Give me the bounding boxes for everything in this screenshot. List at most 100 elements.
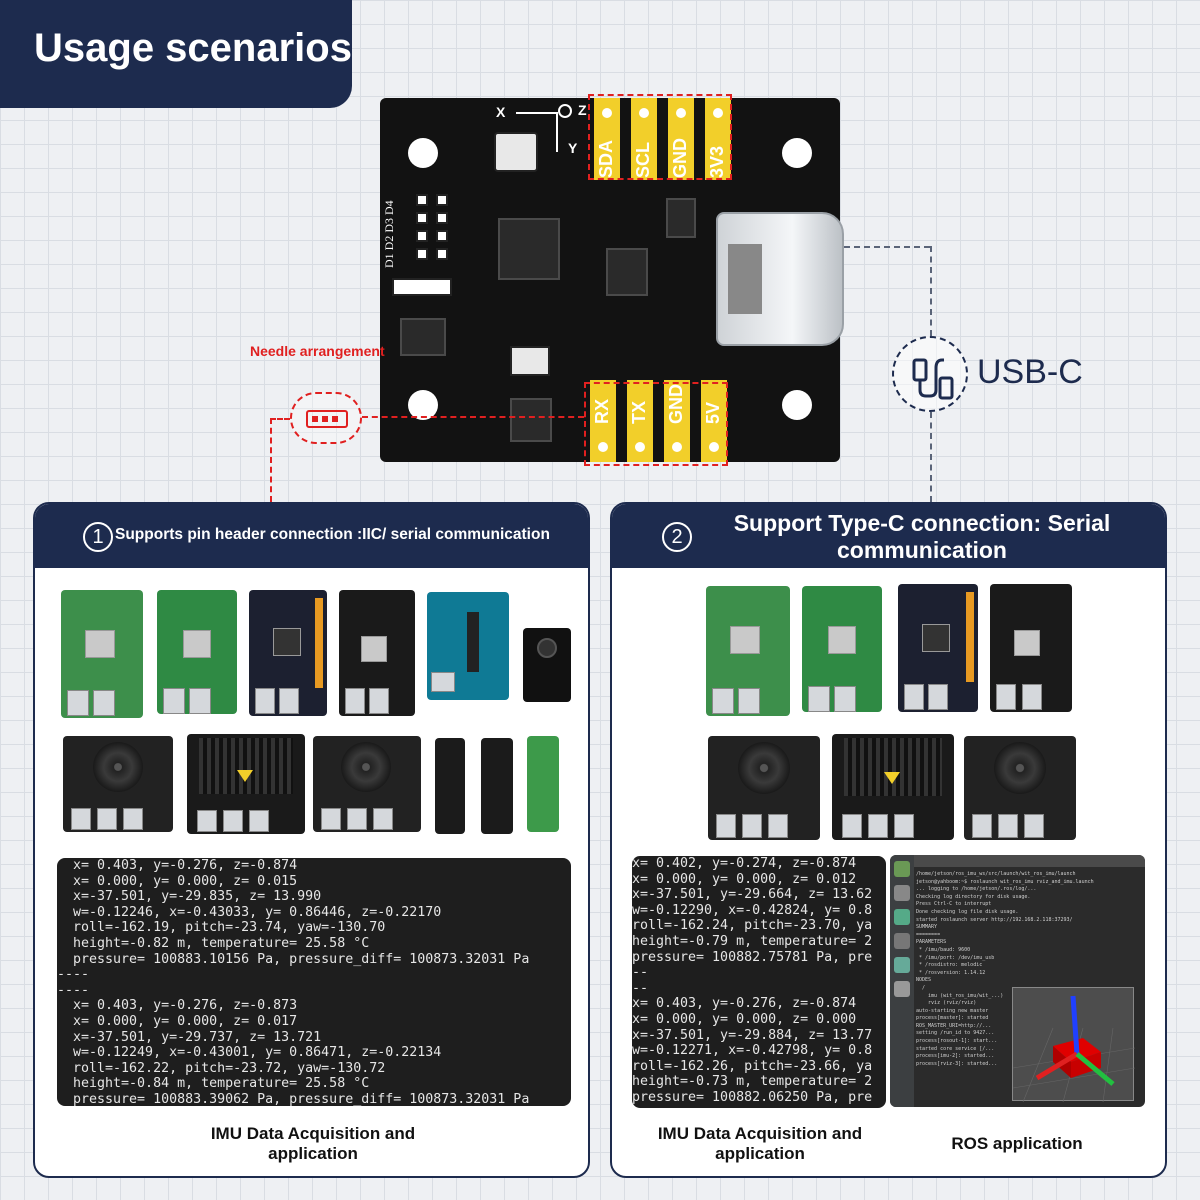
needle-arrangement-label: Needle arrangement [250, 343, 385, 359]
ros-log-line: Done checking log file disk usage. [916, 908, 1019, 915]
usb-c-connector [716, 212, 844, 346]
ros-log-line: Press Ctrl-C to interrupt [916, 901, 992, 908]
regulator-chip [400, 318, 446, 356]
terminal-line: x=-37.501, y=-29.884, z= 13.77 [632, 1027, 873, 1043]
raspberry-pi-pico [527, 736, 559, 832]
ros-rviz-screenshot: /home/jetson/ros_imu_ws/src/launch/wit_r… [890, 855, 1145, 1107]
raspberry-pi-4-board [802, 586, 882, 712]
arduino-uno-board [427, 592, 509, 700]
panel-title: Supports pin header connection :IIC/ ser… [115, 526, 550, 543]
smd-pad [436, 230, 448, 242]
sbc-board-dark [339, 590, 415, 716]
jetson-orin-board [832, 734, 954, 840]
needle-down-line [270, 418, 272, 502]
sensor-can [494, 132, 538, 172]
ros-log-line: ROS_MASTER_URI=http://... [916, 1022, 992, 1029]
panel-pin-header: 1 Supports pin header connection :IIC/ s… [33, 502, 590, 1178]
ros-log-line: started roslaunch server http://192.168.… [916, 916, 1073, 923]
usb-leader-line-down [930, 246, 932, 336]
terminal-line: x= 0.403, y=-0.276, z=-0.874 [632, 996, 857, 1012]
raspberry-pi-5-board [706, 586, 790, 716]
terminal-line: height=-0.84 m, temperature= 25.58 °C [57, 1076, 370, 1092]
pin-label-sda: SDA [596, 139, 616, 178]
smd-pad [416, 212, 428, 224]
bottom-pin-highlight [584, 382, 728, 466]
ros-log-line: / [916, 984, 926, 991]
pin-scl [631, 98, 657, 180]
jetson-orin-board [187, 734, 305, 834]
terminal-line: w=-0.12271, x=-0.42798, y= 0.8 [632, 1043, 873, 1059]
led-silkscreen: D1 D2 D3 D4 [382, 200, 396, 268]
smd-pad [436, 194, 448, 206]
pin-gnd-bottom [664, 380, 690, 462]
terminal-line: height=-0.79 m, temperature= 2 [632, 933, 873, 949]
pin-label-gnd: GND [670, 138, 690, 178]
microcontroller-stick-2 [481, 738, 513, 834]
ros-log-line: imu (wit_ros_imu/wit_...) [916, 992, 1004, 999]
ros-dock [890, 855, 914, 1107]
panel-type-c: 2 Support Type-C connection: Serial comm… [610, 502, 1167, 1178]
terminal-line: x= 0.000, y= 0.000, z= 0.012 [632, 871, 857, 887]
transistor-chip [666, 198, 696, 238]
resistor-array [392, 278, 452, 296]
terminal-line: height=-0.73 m, temperature= 2 [632, 1074, 873, 1090]
ros-log-line: SUMMARY [916, 924, 938, 931]
imu-caption: IMU Data Acquisition and application [210, 1124, 416, 1163]
pin-label-rx: RX [592, 398, 612, 424]
mount-hole [408, 138, 438, 168]
ros-log-line: process[rosout-1]: start... [916, 1038, 998, 1045]
terminal-line: x= 0.403, y=-0.276, z=-0.874 [57, 858, 298, 873]
axis-x-line [516, 112, 556, 114]
pin-label-gnd: GND [666, 384, 686, 424]
converter-chip [606, 248, 648, 296]
terminal-line: -- [632, 965, 649, 981]
ros-log-line: auto-starting new master [916, 1007, 989, 1014]
needle-connector-line [270, 418, 290, 420]
sensor-can-2 [510, 346, 550, 376]
ros-log-line: process[master]: started [916, 1015, 989, 1022]
terminal-line: w=-0.12249, x=-0.43001, y= 0.86471, z=-0… [57, 1045, 442, 1061]
axis-y-label: Y [568, 140, 578, 156]
ros-caption: ROS application [951, 1134, 1083, 1153]
raspberry-pi-4-board [157, 590, 237, 714]
terminal-line: roll=-162.24, pitch=-23.70, ya [632, 918, 873, 934]
pin-label-scl: SCL [633, 142, 653, 178]
usb-cable-icon [892, 336, 968, 412]
ros-log-line: process[rviz-3]: started... [916, 1060, 998, 1067]
terminal-line: w=-0.12246, x=-0.43033, y= 0.86446, z=-0… [57, 904, 442, 920]
top-pin-highlight [588, 94, 732, 180]
ros-log-line: /home/jetson/ros_imu_ws/src/launch/wit_r… [916, 871, 1076, 877]
pin-label-5v: 5V [703, 401, 723, 424]
ros-log-line: process[imu-2]: started... [916, 1053, 995, 1060]
smd-pad [436, 248, 448, 260]
smd-pad [416, 230, 428, 242]
rviz-3d-view [1012, 987, 1136, 1103]
panel-type-c-head: 2 Support Type-C connection: Serial comm… [612, 504, 1165, 568]
microcontroller-stick-1 [435, 738, 465, 834]
ros-log-line: rviz (rviz/rviz) [916, 1000, 977, 1007]
terminal-line: ---- [57, 967, 90, 983]
ros-log-line: * /rosversion: 1.14.12 [916, 969, 986, 976]
step-number: 2 [662, 522, 692, 552]
terminal-line: x= 0.000, y= 0.000, z= 0.000 [632, 1011, 857, 1027]
terminal-line: w=-0.12290, x=-0.42824, y= 0.8 [632, 902, 873, 918]
usb-c-label: USB-C [977, 353, 1083, 391]
sbc-board-black [249, 590, 327, 716]
panel-pin-header-head: 1 Supports pin header connection :IIC/ s… [35, 504, 588, 568]
axis-x-label: X [496, 104, 506, 120]
page-title: Usage scenarios [34, 26, 352, 70]
terminal-line: x= 0.402, y=-0.274, z=-0.874 [632, 856, 857, 871]
terminal-line: pressure= 100883.39062 Pa, pressure_diff… [57, 1091, 530, 1106]
ros-log-line: started core service [/... [916, 1045, 995, 1052]
imu-terminal-output: x= 0.403, y=-0.276, z=-0.874 x= 0.000, y… [57, 858, 571, 1106]
axis-z-circle [558, 104, 572, 118]
ros-title-bar [914, 855, 1145, 867]
pin-label-3v3: 3V3 [707, 145, 727, 178]
ros-log-line: * /imu/baud: 9600 [916, 946, 971, 953]
terminal-line: pressure= 100882.06250 Pa, pre [632, 1089, 873, 1105]
pin-gnd-top [668, 98, 694, 180]
mount-hole [782, 390, 812, 420]
smd-pad [416, 248, 428, 260]
terminal-line: height=-0.82 m, temperature= 25.58 °C [57, 935, 370, 951]
pin-sda [594, 98, 620, 180]
